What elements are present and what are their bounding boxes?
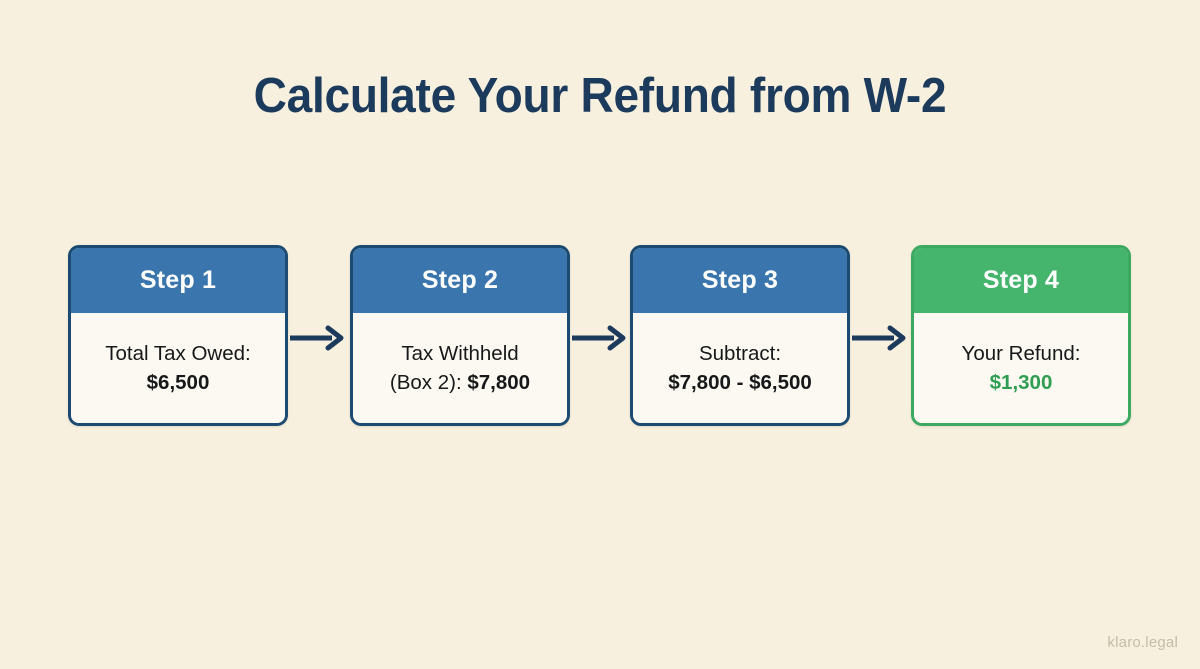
- arrow-right-icon: [570, 325, 632, 351]
- step-card-4-label: Your Refund:: [961, 342, 1081, 365]
- step-card-2-value-line: (Box 2): $7,800: [390, 368, 530, 397]
- arrow-right-icon: [288, 325, 350, 351]
- step-card-4-header: Step 4: [914, 248, 1128, 313]
- step-card-4-body: Your Refund: $1,300: [914, 313, 1128, 423]
- page-title: Calculate Your Refund from W-2: [253, 69, 947, 123]
- step-card-3-header: Step 3: [633, 248, 847, 313]
- step-card-4: Step 4 Your Refund: $1,300: [911, 245, 1131, 426]
- refund-flow-diagram: Step 1 Total Tax Owed: $6,500 Step 2 Tax…: [68, 245, 1133, 427]
- step-card-1-body: Total Tax Owed: $6,500: [71, 313, 285, 423]
- step-card-1-header: Step 1: [71, 248, 285, 313]
- step-card-4-value: $1,300: [989, 371, 1053, 394]
- step-card-2-label: Tax Withheld: [401, 342, 519, 365]
- step-card-1-value: $6,500: [146, 371, 210, 394]
- step-card-3-body: Subtract: $7,800 - $6,500: [633, 313, 847, 423]
- step-card-3-label: Subtract:: [698, 342, 782, 365]
- step-card-1-label: Total Tax Owed:: [105, 342, 251, 365]
- step-card-2-box-label: (Box 2):: [389, 371, 468, 394]
- arrow-right-icon: [850, 325, 912, 351]
- step-card-2-value: $7,800: [467, 371, 531, 394]
- watermark: klaro.legal: [1107, 634, 1178, 651]
- step-card-3: Step 3 Subtract: $7,800 - $6,500: [630, 245, 850, 426]
- step-card-2: Step 2 Tax Withheld (Box 2): $7,800: [350, 245, 570, 426]
- step-card-2-body: Tax Withheld (Box 2): $7,800: [353, 313, 567, 423]
- step-card-3-value: $7,800 - $6,500: [668, 371, 812, 394]
- step-card-1: Step 1 Total Tax Owed: $6,500: [68, 245, 288, 426]
- step-card-2-header: Step 2: [353, 248, 567, 313]
